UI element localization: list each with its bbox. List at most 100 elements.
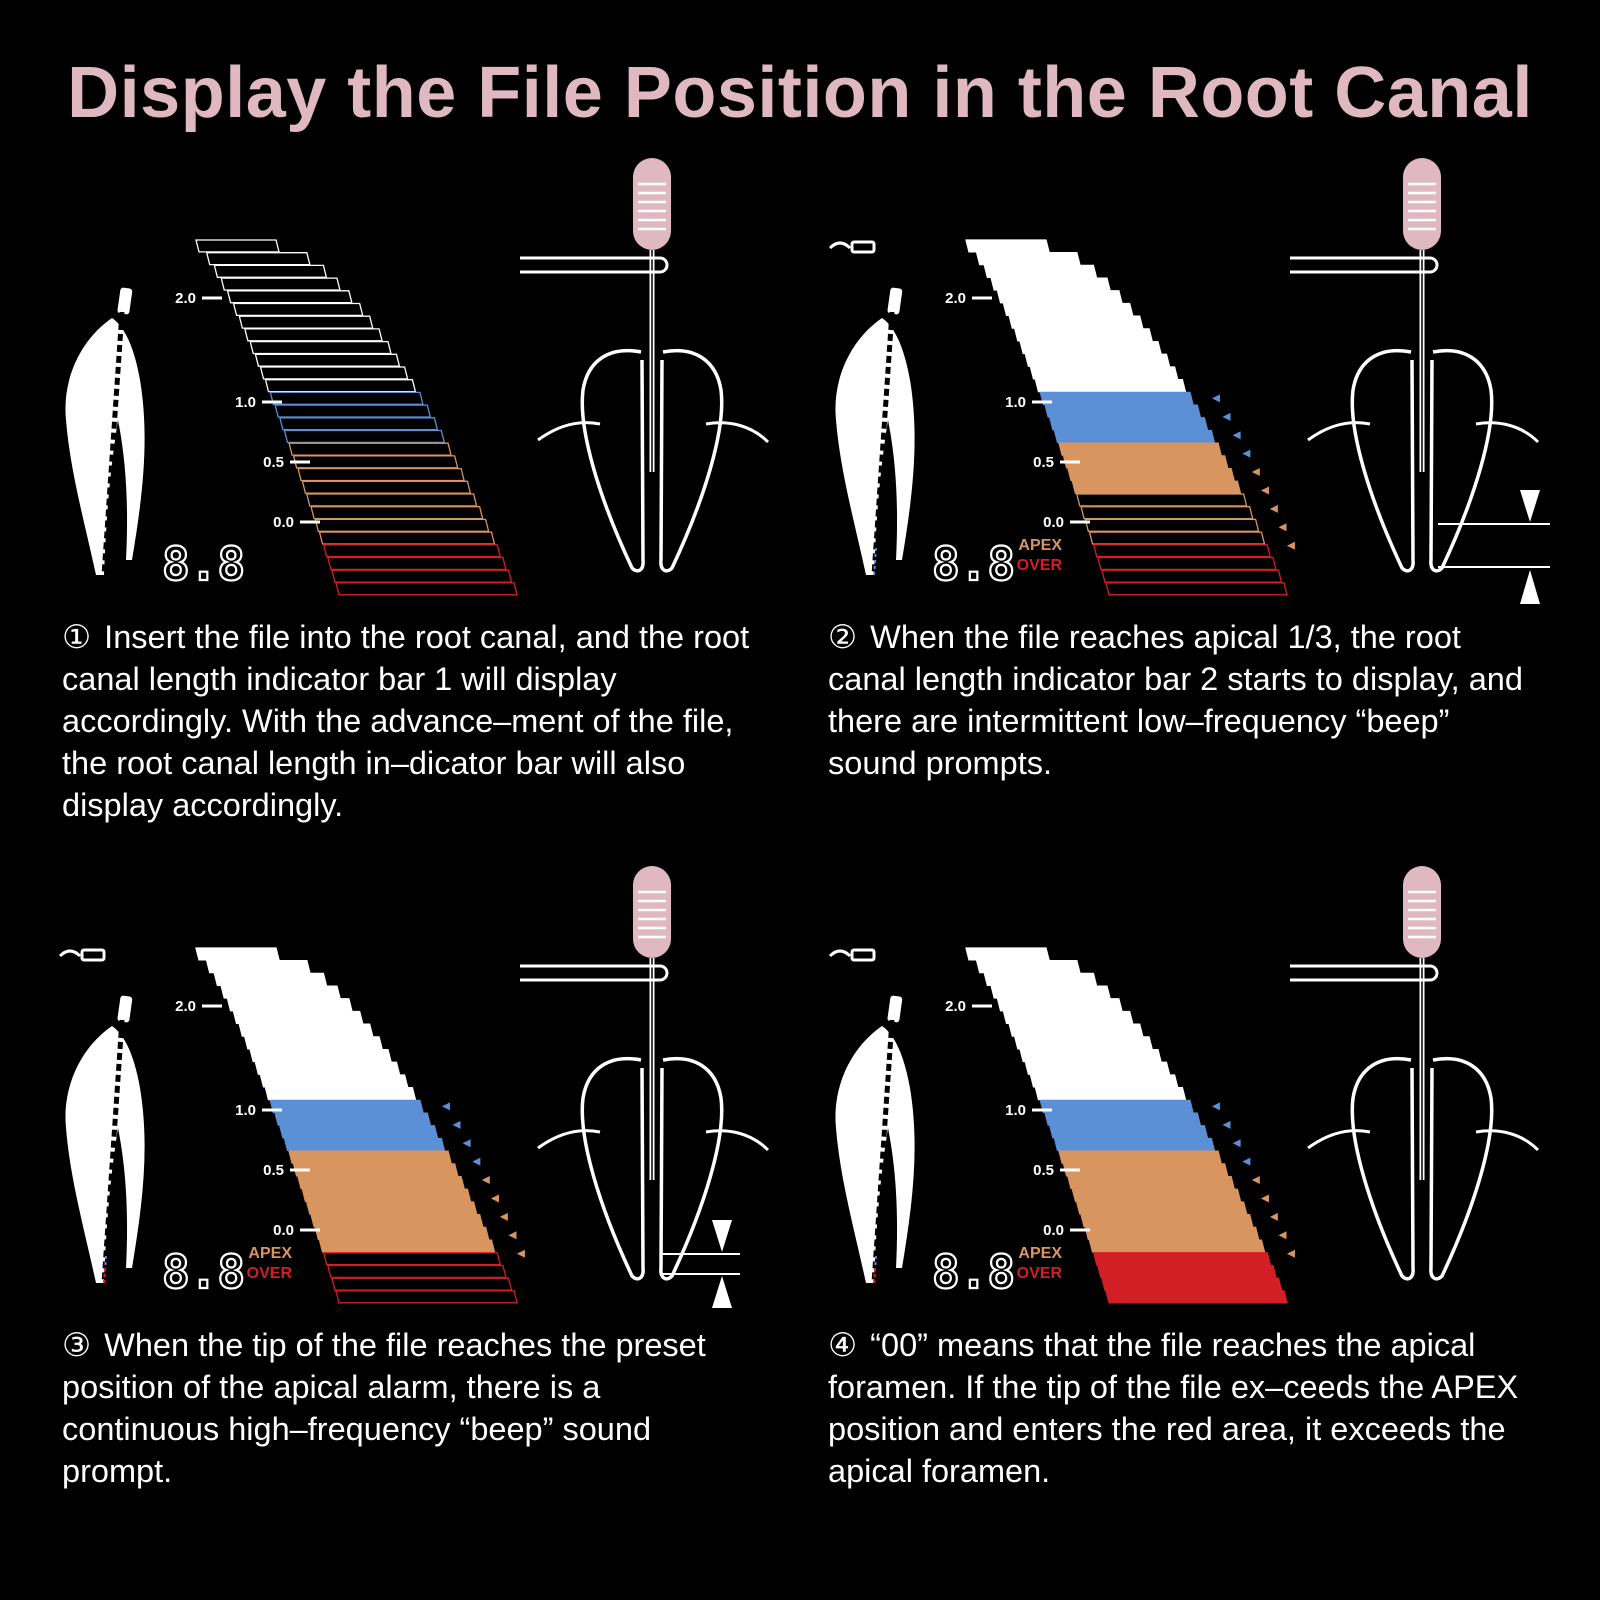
step-text: When the tip of the file reaches the pre…: [62, 1327, 706, 1489]
side-arrow-markers: [1211, 1102, 1295, 1258]
indicator-bar: [318, 531, 496, 545]
panel-description: ② When the file reaches apical 1/3, the …: [828, 616, 1528, 784]
arrow-marker: [441, 1102, 450, 1111]
measure-arrows: [662, 1220, 740, 1308]
file-stopper-icon: [58, 948, 106, 962]
arrow-up: [1520, 570, 1540, 604]
scale-label: 1.0: [235, 1102, 256, 1119]
indicator-bar: [990, 985, 1111, 999]
indicator-bar: [232, 302, 364, 317]
indicator-bar: [288, 1150, 452, 1164]
file-handle: [117, 287, 133, 315]
apex-label: APEX: [248, 1245, 292, 1262]
arrow-marker: [1286, 1249, 1295, 1258]
tooth-root-right: [1429, 1057, 1494, 1281]
arrow-marker: [1242, 1157, 1251, 1166]
indicator-bar: [292, 1163, 459, 1177]
indicator-bar: [1029, 1074, 1179, 1088]
indicator-bar: [249, 1048, 392, 1063]
indicator-bar: [1084, 518, 1260, 532]
indicator-bar: [314, 518, 490, 532]
step-number: ②: [828, 619, 858, 655]
digit-display: 8.8: [162, 537, 245, 591]
scale-label: 0.5: [1033, 454, 1054, 471]
scale-label: 0.5: [1033, 1162, 1054, 1179]
arrow-down: [1520, 490, 1540, 522]
indicator-bar: [1067, 1175, 1235, 1190]
indicator-bar: [1080, 1214, 1254, 1228]
indicator-bar: [1101, 569, 1283, 583]
indicator-bar: [1008, 1023, 1144, 1037]
indicator-bar: [205, 252, 311, 266]
arrow-marker: [1269, 1212, 1278, 1221]
arrow-marker: [1222, 1120, 1231, 1129]
stopper-curve: [58, 949, 82, 958]
gum-line-right: [705, 421, 770, 444]
over-label: OVER: [1017, 1265, 1063, 1282]
indicator-bar: [1092, 1252, 1272, 1266]
side-arrow-markers: [441, 1102, 525, 1258]
indicator-bar: [1024, 353, 1171, 367]
tooth-root-left: [1350, 349, 1415, 573]
digit-display: 8.8: [932, 537, 1015, 591]
arrow-marker: [1232, 431, 1241, 440]
indicator-bar: [1101, 1277, 1283, 1291]
indicator-bar: [1062, 1163, 1229, 1177]
indicator-bar: [1014, 328, 1153, 342]
indicator-bar: [195, 947, 280, 961]
file-handle-grip: [633, 866, 671, 958]
indicator-bar: [1105, 582, 1288, 596]
stopper-curve: [828, 241, 852, 250]
indicator-bar: [318, 1239, 496, 1253]
tooth-root-right: [659, 1057, 724, 1281]
indicator-bar: [264, 1087, 417, 1101]
gum-line-left: [537, 421, 601, 442]
tooth-root-left: [580, 349, 645, 573]
indicator-bar: [213, 264, 328, 278]
indicator-bar: [1008, 315, 1144, 329]
endodontic-file-icon: [520, 866, 770, 1281]
indicator-bar: [259, 1074, 409, 1088]
panel-description: ① Insert the file into the root canal, a…: [62, 616, 762, 826]
indicator-bar: [288, 442, 452, 456]
file-stopper-icon: [828, 948, 876, 962]
indicator-bar: [1067, 467, 1235, 482]
digit-display: 8.8: [932, 1245, 1015, 1299]
indicator-bar: [1014, 1036, 1153, 1050]
tooth-root-left: [1350, 1057, 1415, 1281]
indicator-bar: [297, 1175, 465, 1190]
tooth-silhouette: [835, 318, 915, 575]
indicator-bar: [1075, 493, 1248, 507]
indicator-bar: [322, 1252, 502, 1266]
indicator-bar: [1029, 366, 1179, 380]
tooth-root-right: [659, 349, 724, 573]
indicator-bar: [1039, 391, 1194, 405]
arrow-marker: [462, 1139, 471, 1148]
indicator-bar: [327, 1264, 507, 1279]
indicator-bar: [310, 1214, 484, 1228]
arrow-marker: [1251, 468, 1260, 477]
arrow-marker: [508, 1231, 517, 1240]
indicator-bar: [1075, 1201, 1248, 1215]
indicator-bar: [274, 1112, 432, 1126]
step-number: ④: [828, 1327, 858, 1363]
tooth-icon: [835, 287, 915, 577]
indicator-bar: [1002, 1010, 1134, 1025]
step-text: Insert the file into the root canal, and…: [62, 619, 750, 823]
indicator-bar: [983, 972, 1098, 986]
indicator-bar: [301, 1188, 472, 1202]
indicator-bar: [1105, 1290, 1288, 1304]
stopper-body: [850, 948, 876, 962]
scale-label: 0.0: [1043, 514, 1064, 531]
indicator-bar: [244, 1036, 383, 1050]
gum-line-left: [1307, 421, 1371, 442]
indicator-bar-stack: [195, 947, 518, 1304]
indicator-bar-stack: [965, 947, 1288, 1304]
indicator-bar: [226, 998, 353, 1012]
arrow-marker: [1211, 394, 1220, 403]
arrow-marker: [1286, 541, 1295, 550]
indicator-bar: [1084, 1226, 1260, 1240]
